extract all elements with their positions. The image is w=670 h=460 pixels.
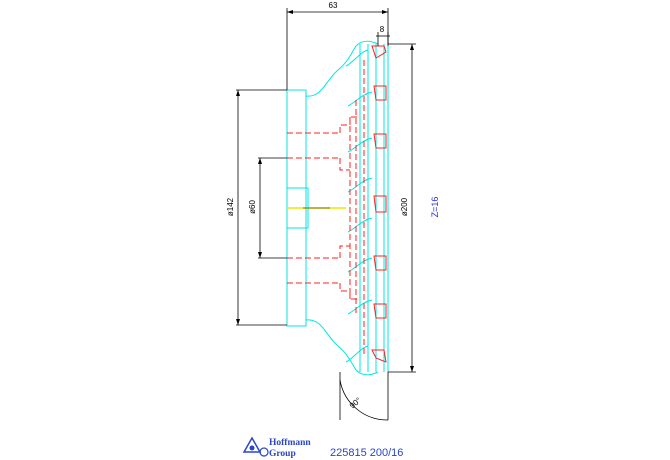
insert-outlines <box>371 45 387 363</box>
brand-name: Hoffmann <box>269 438 311 448</box>
dimension-arrows <box>236 10 414 372</box>
tooth-count-label: Z=16 <box>430 197 440 218</box>
dim-angle: 90° <box>348 396 363 411</box>
logo-mark-icon <box>242 436 262 453</box>
dim-outer-diameter: ø200 <box>400 197 409 216</box>
dimension-lines <box>236 8 416 421</box>
dim-bore-diameter: ø142 <box>226 197 235 216</box>
dim-overall-width: 63 <box>329 1 338 10</box>
dim-hub-diameter: ø60 <box>248 200 257 214</box>
dim-tooth-width: 8 <box>380 25 385 34</box>
insert-hidden-lines <box>287 60 365 356</box>
hoffmann-group-logo: Hoffmann Group <box>242 436 311 459</box>
product-code: 225815 200/16 <box>330 447 403 459</box>
brand-group: Group <box>269 449 296 459</box>
